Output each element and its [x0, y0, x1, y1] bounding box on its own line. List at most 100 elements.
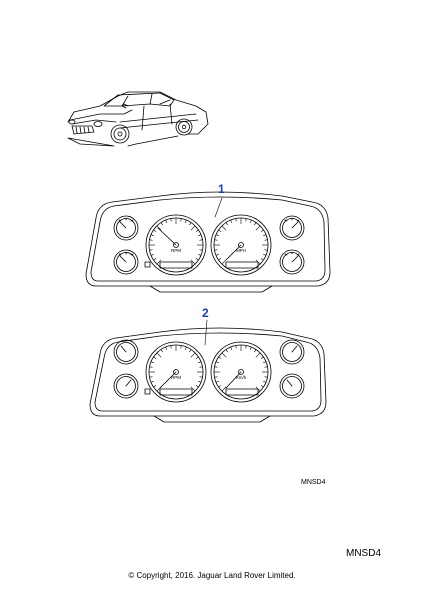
dial-tick: [153, 356, 157, 359]
dial-tick: [230, 346, 233, 350]
dial-tick: [225, 222, 228, 226]
dial-tick: [150, 253, 154, 256]
dial-tick: [170, 345, 172, 349]
dial-tick: [149, 366, 153, 368]
dial-tick: [218, 356, 222, 359]
dial-tick: [165, 346, 168, 350]
dial-tick: [190, 225, 196, 231]
dial-tick: [199, 249, 203, 251]
dial-tick: [190, 352, 196, 358]
dial-tick: [263, 253, 267, 256]
dial-tick: [245, 345, 247, 349]
dial-tick: [255, 386, 261, 392]
tacho-unit-label-1: RPM: [171, 248, 181, 253]
dial-tick: [189, 349, 192, 353]
callout-1[interactable]: 1: [218, 182, 225, 196]
dial-tick: [149, 249, 153, 251]
dial-tick: [190, 386, 196, 392]
tacho-unit-label-2: RPM: [171, 375, 181, 380]
dial-tick: [160, 349, 163, 353]
dial-tick: [190, 259, 196, 265]
dial-tick: [260, 258, 264, 261]
dial-tick: [218, 385, 222, 388]
dial-tick: [215, 234, 219, 237]
dial-tick: [221, 386, 227, 392]
dial-tick: [184, 346, 187, 350]
speedo-unit-label-2: Km/h: [236, 375, 247, 380]
dial-tick: [260, 229, 264, 232]
dial-tick: [260, 356, 264, 359]
dial-tick: [218, 229, 222, 232]
dial-tick: [198, 253, 202, 256]
dial-tick: [153, 385, 157, 388]
dial-tick: [165, 219, 168, 223]
dial-tick: [195, 356, 199, 359]
dial-tick: [214, 376, 218, 378]
dial-tick: [198, 361, 202, 364]
dial-tick: [214, 249, 218, 251]
dial-tick: [195, 385, 199, 388]
dial-tick: [150, 380, 154, 383]
dial-tick: [149, 376, 153, 378]
dial-tick: [249, 346, 252, 350]
dial-tick: [235, 218, 237, 222]
car-illustration: [67, 91, 209, 147]
dial-tick: [218, 258, 222, 261]
dial-tick: [215, 253, 219, 256]
dial-tick: [156, 259, 162, 265]
dial-tick: [215, 361, 219, 364]
dial-tick: [221, 259, 227, 265]
dial-tick: [184, 219, 187, 223]
dial-tick: [149, 239, 153, 241]
dial-tick: [260, 385, 264, 388]
dial-tick: [156, 386, 162, 392]
callout-2[interactable]: 2: [202, 306, 209, 320]
dial-tick: [264, 249, 268, 251]
dial-tick: [264, 239, 268, 241]
drawing-reference-large: MNSD4: [346, 548, 382, 559]
dial-tick: [150, 234, 154, 237]
dial-tick: [214, 239, 218, 241]
dial-tick: [195, 229, 199, 232]
instrument-cluster-2: [89, 319, 327, 423]
dial-tick: [199, 366, 203, 368]
drawing-reference-small: MNSD4: [301, 479, 326, 486]
dial-tick: [189, 222, 192, 226]
dial-tick: [263, 361, 267, 364]
dial-tick: [264, 366, 268, 368]
dial-tick: [199, 376, 203, 378]
dial-tick: [198, 380, 202, 383]
dial-tick: [153, 229, 157, 232]
dial-tick: [245, 218, 247, 222]
dial-tick: [263, 234, 267, 237]
dial-tick: [150, 361, 154, 364]
dial-tick: [198, 234, 202, 237]
dial-tick: [156, 225, 162, 231]
dial-tick: [214, 366, 218, 368]
dial-tick: [254, 349, 257, 353]
dial-tick: [263, 380, 267, 383]
dial-tick: [195, 258, 199, 261]
dial-tick: [170, 218, 172, 222]
dial-tick: [254, 222, 257, 226]
dial-tick: [225, 349, 228, 353]
dial-tick: [255, 259, 261, 265]
dial-tick: [180, 345, 182, 349]
dial-tick: [255, 352, 261, 358]
copyright-notice: © Copyright, 2016. Jaguar Land Rover Lim…: [128, 571, 296, 580]
dial-tick: [160, 222, 163, 226]
dial-tick: [153, 258, 157, 261]
speedo-unit-label-1: MPH: [236, 248, 246, 253]
dial-tick: [199, 239, 203, 241]
dial-tick: [221, 352, 227, 358]
dial-tick: [235, 345, 237, 349]
dial-tick: [180, 218, 182, 222]
dial-tick: [221, 225, 227, 231]
dial-tick: [255, 225, 261, 231]
instrument-cluster-1: [85, 191, 331, 293]
dial-tick: [264, 376, 268, 378]
dial-tick: [215, 380, 219, 383]
dial-tick: [230, 219, 233, 223]
